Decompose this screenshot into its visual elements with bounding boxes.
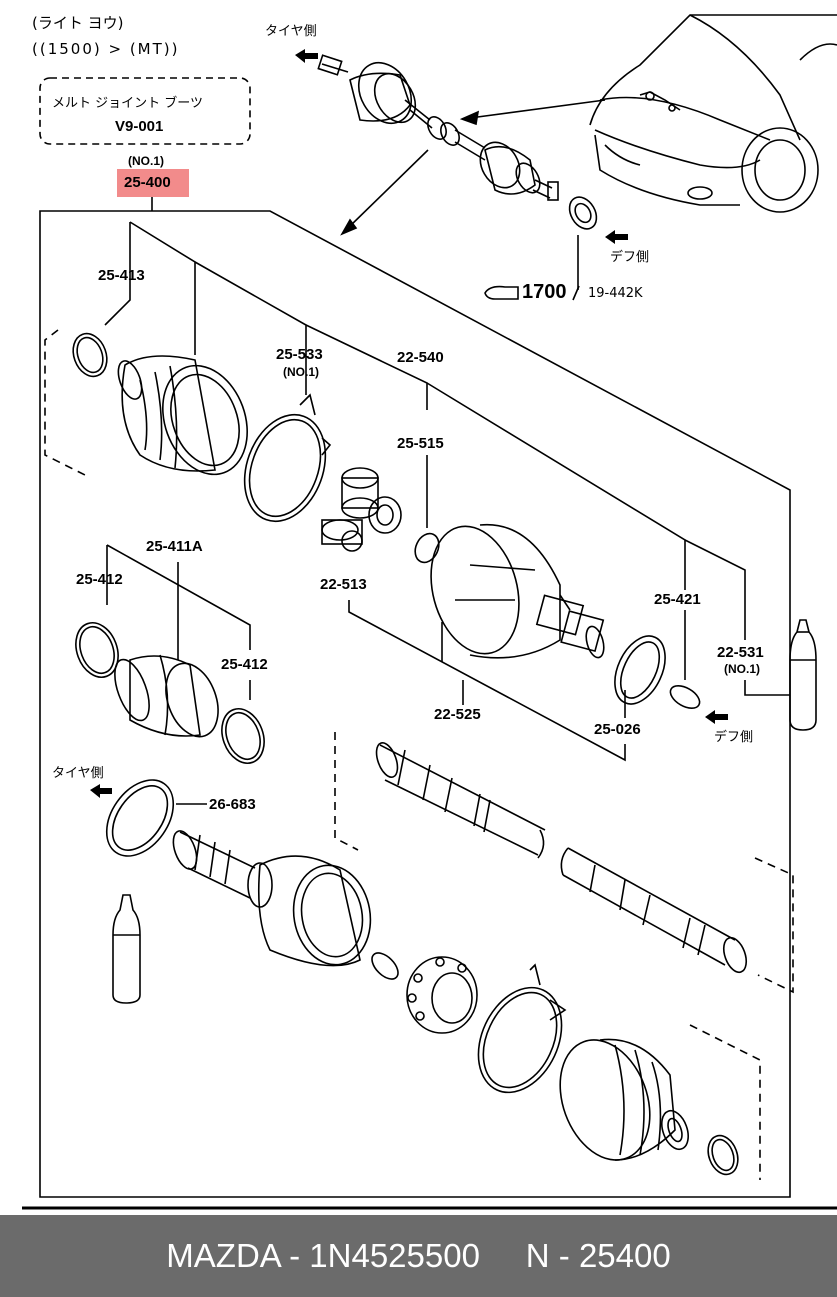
shaft-upper — [375, 742, 546, 859]
diff-side-label-top: デフ側 — [610, 250, 650, 265]
part-26683: 26-683 — [209, 796, 256, 813]
dashed-guide-1 — [44, 329, 86, 476]
leader-25413 — [104, 222, 131, 326]
part-25412-left: 25-412 — [76, 571, 123, 588]
clamp-25413 — [72, 332, 108, 378]
part-22531: 22-531 — [717, 644, 764, 661]
part-25411A: 25-411A — [146, 538, 203, 555]
diff-side-label-right: デフ側 — [714, 730, 754, 745]
pointer-hand-icon — [484, 285, 519, 300]
parts-group-code: V9-001 — [115, 118, 164, 135]
leader-25412b — [106, 544, 251, 650]
leader-boot — [129, 221, 196, 355]
leader-22540 — [305, 324, 428, 410]
part-25533: 25-533 — [276, 346, 323, 363]
spider-22513 — [321, 467, 402, 552]
band-lower — [477, 986, 563, 1094]
arrow-diff-side-top — [605, 230, 628, 244]
top-driveshaft — [317, 54, 598, 290]
part-25412-right: 25-412 — [221, 656, 268, 673]
footer-part-number: MAZDA - 1N4525500 N - 25400 — [166, 1237, 671, 1274]
small-ring — [371, 952, 399, 980]
ref-code: 19-442K — [588, 286, 643, 301]
main-part-no: (NO.1) — [128, 154, 164, 168]
leader-25421 — [426, 382, 686, 590]
tire-side-label-left: タイヤ側 — [52, 766, 104, 781]
grease-tube-left — [112, 894, 141, 1004]
boot-top — [117, 355, 248, 476]
part-22540: 22-540 — [397, 349, 444, 366]
snapring-25515 — [414, 532, 440, 564]
part-25026: 25-026 — [594, 721, 641, 738]
highlight-marker — [117, 169, 189, 197]
model-spec: ((1500) > (MT)) — [32, 40, 180, 58]
housing-22525 — [430, 523, 605, 659]
parts-group-title: メルト ジョイント ブーツ — [52, 96, 204, 111]
part-22531-no: (NO.1) — [724, 662, 760, 676]
part-22513: 22-513 — [320, 576, 367, 593]
main-outline — [39, 197, 791, 1198]
inner-race — [406, 956, 478, 1034]
arrow-diff-side-right — [705, 710, 728, 724]
part-25421: 25-421 — [654, 591, 701, 608]
footer-bar — [0, 1215, 837, 1297]
dashed-guide-3 — [754, 857, 794, 994]
header-dashed-box — [39, 77, 251, 145]
shaft-lower — [560, 847, 748, 974]
grease-tube-right — [789, 619, 817, 731]
arrow-from-car — [469, 99, 606, 119]
dashed-guide-4 — [689, 1024, 761, 1180]
clamp-25412b — [221, 708, 265, 764]
seal-25026 — [614, 635, 666, 705]
part-25413: 25-413 — [98, 267, 145, 284]
part-22525: 22-525 — [434, 706, 481, 723]
boot-25411A — [114, 654, 219, 738]
model-title: (ライト ヨウ) — [32, 14, 124, 32]
leader-22531 — [684, 539, 746, 640]
main-part-number: 25-400 — [124, 174, 171, 191]
arrow-to-box — [347, 149, 429, 229]
dashed-guide-2 — [334, 732, 359, 851]
arrow-tire-side-top — [295, 49, 318, 63]
arrow-tire-side-left — [90, 784, 112, 798]
part-25515: 25-515 — [397, 435, 444, 452]
boot-lower — [559, 1038, 689, 1161]
abs-ring-26683 — [105, 779, 175, 857]
ring-25421 — [669, 685, 701, 709]
outer-cv-joint — [172, 830, 372, 967]
clamp-lower — [707, 1134, 739, 1176]
leader-22525-left — [348, 600, 626, 762]
part-25533-no: (NO.1) — [283, 365, 319, 379]
band-25533 — [243, 413, 327, 523]
car-illustration — [589, 14, 837, 213]
clamp-25412a — [75, 622, 119, 678]
tire-side-label-top: タイヤ側 — [265, 24, 317, 39]
ref-number: 1700 — [522, 281, 567, 303]
